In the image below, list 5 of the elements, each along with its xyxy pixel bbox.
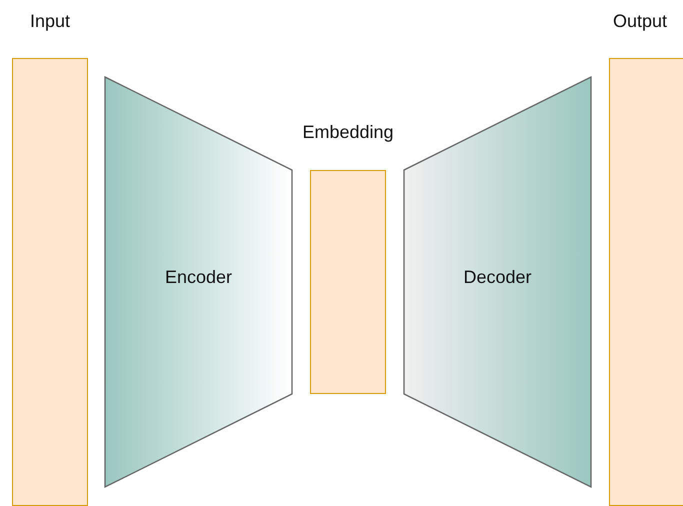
block-label: Decoder — [463, 266, 532, 288]
block-label: Encoder — [164, 266, 232, 288]
layer-label: Input — [30, 10, 70, 32]
layer-label: Output — [613, 10, 668, 32]
layer-label: Embedding — [302, 121, 394, 143]
